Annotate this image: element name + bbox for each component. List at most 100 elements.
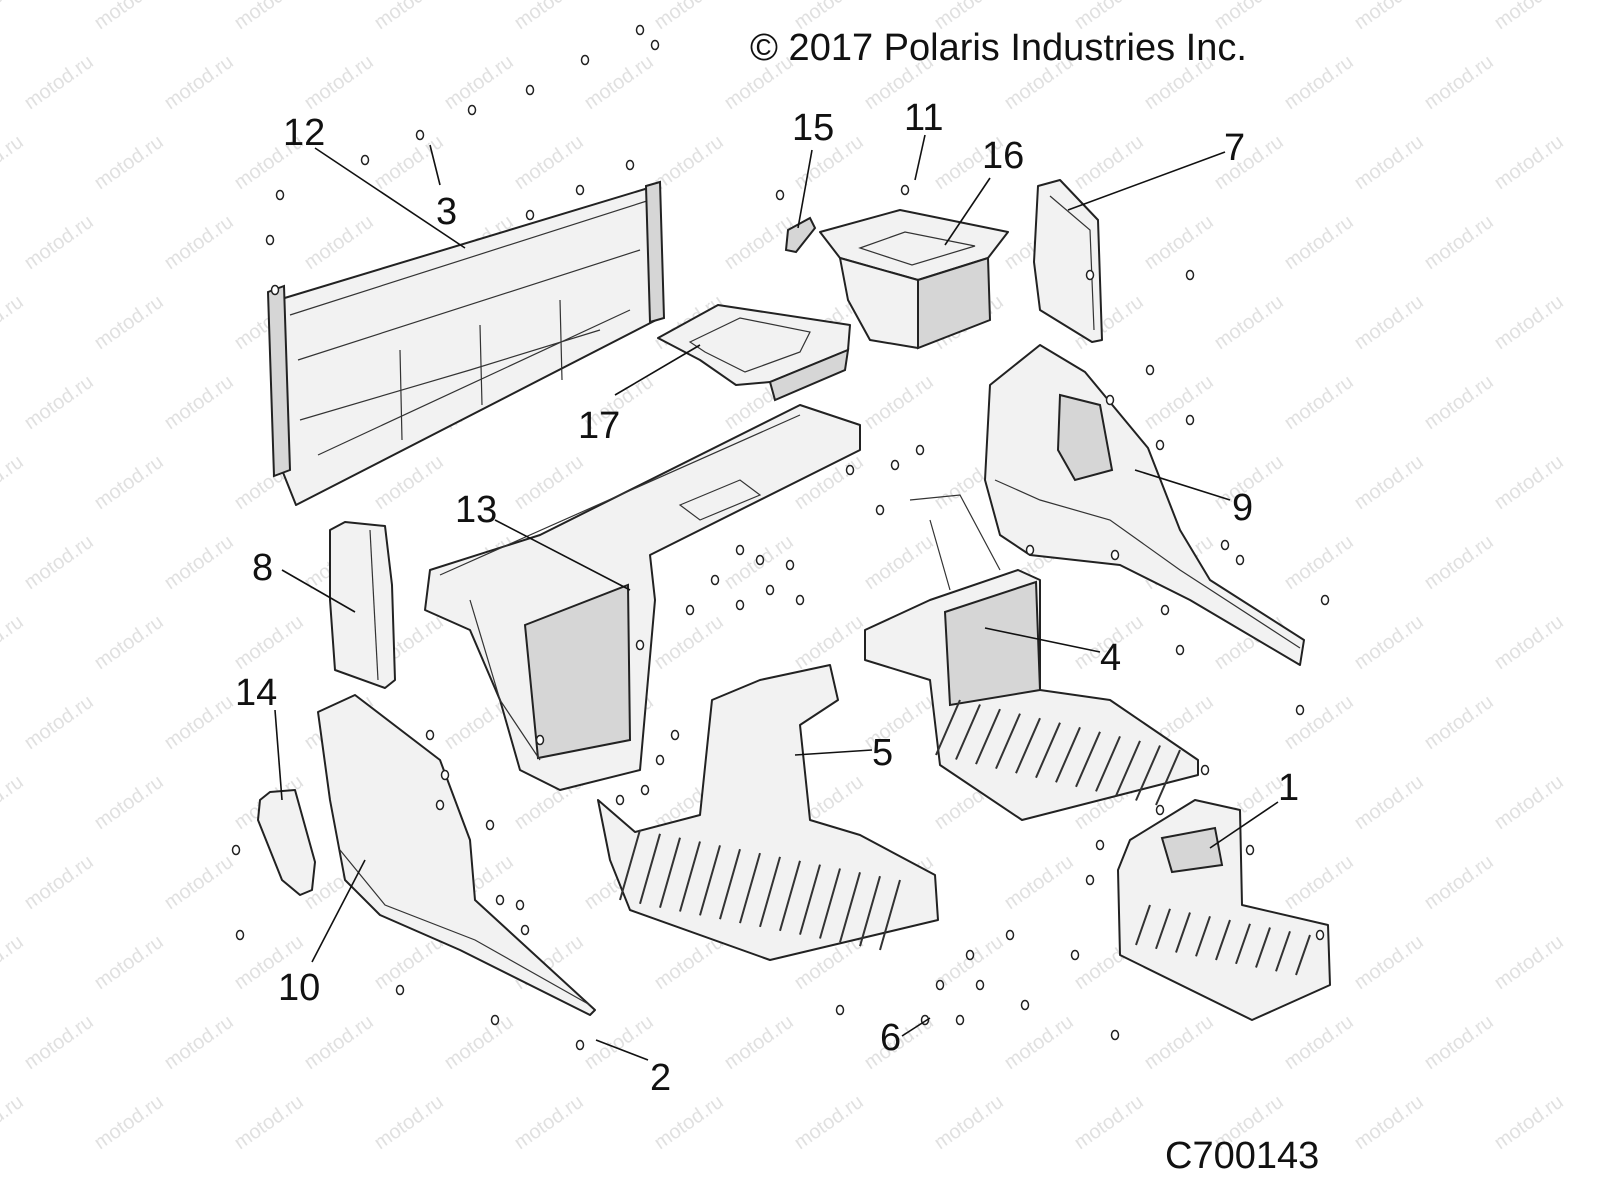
callout-5: 5 [872,732,893,774]
watermark-text: motod.ru [1000,851,1077,914]
fastener [1185,414,1195,426]
fastener [875,504,885,516]
fastener [360,154,370,166]
leader-13 [494,519,631,591]
fastener [835,1004,845,1016]
leader-2 [595,1039,649,1061]
watermark-text: motod.ru [1280,851,1357,914]
watermark-text: motod.ru [1280,371,1357,434]
callout-2: 2 [650,1057,671,1099]
watermark-text: motod.ru [90,291,167,354]
part-5-center-floor [597,664,939,961]
fastener [795,594,805,606]
watermark-text: motod.ru [1350,1091,1427,1154]
watermark-text: motod.ru [1420,211,1497,274]
callout-13: 13 [455,489,497,531]
fastener [635,24,645,36]
watermark-text: motod.ru [0,611,28,674]
fastener [735,544,745,556]
callout-12: 12 [283,112,325,154]
watermark-text: motod.ru [1280,51,1357,114]
fastener [575,184,585,196]
watermark-text: motod.ru [20,531,97,594]
fastener [440,769,450,781]
watermark-text: motod.ru [650,0,727,34]
watermark-text: motod.ru [860,371,937,434]
part-4-right-floor [864,494,1199,821]
watermark-text: motod.ru [0,131,28,194]
watermark-text: motod.ru [510,0,587,34]
callout-9: 9 [1232,487,1253,529]
watermark-text: motod.ru [20,1011,97,1074]
watermark-text: motod.ru [1280,211,1357,274]
fastener [775,189,785,201]
watermark-text: motod.ru [90,131,167,194]
watermark-text: motod.ru [930,1091,1007,1154]
fastener [1085,874,1095,886]
watermark-text: motod.ru [90,611,167,674]
watermark-text: motod.ru [510,451,587,514]
leader-6 [901,1017,931,1037]
watermark-text: motod.ru [1350,451,1427,514]
copyright-text: © 2017 Polaris Industries Inc. [750,27,1247,69]
watermark-text: motod.ru [230,0,307,34]
fastener [525,209,535,221]
watermark-text: motod.ru [20,851,97,914]
fastener [1200,764,1210,776]
fastener [1175,644,1185,656]
fastener [625,159,635,171]
fastener [650,39,660,51]
part-1-rear-step [1117,799,1331,1021]
fastener [425,729,435,741]
part-12-rear-panel [266,180,666,506]
fastener [635,639,645,651]
fastener [1095,839,1105,851]
watermark-text: motod.ru [1350,131,1427,194]
fastener [275,189,285,201]
watermark-text: motod.ru [1490,931,1567,994]
callout-3: 3 [436,191,457,233]
watermark-text: motod.ru [1350,771,1427,834]
watermark-text: motod.ru [160,691,237,754]
leader-16 [944,177,991,246]
fastener [1185,269,1195,281]
fastener [1110,1029,1120,1041]
watermark-text: motod.ru [160,371,237,434]
watermark-text: motod.ru [1140,371,1217,434]
part-17-tray [657,304,851,402]
part-16-storage-box [819,209,1009,350]
watermark-text: motod.ru [370,1091,447,1154]
fastener [1110,549,1120,561]
watermark-text: motod.ru [510,1091,587,1154]
callout-15: 15 [792,107,834,149]
watermark-text: motod.ru [300,211,377,274]
watermark-text: motod.ru [1280,691,1357,754]
fastener [655,754,665,766]
leader-17 [614,344,701,396]
watermark-text: motod.ru [650,611,727,674]
part-4-grate [935,699,1181,806]
fastener [1145,364,1155,376]
fastener [435,799,445,811]
watermark-text: motod.ru [160,1011,237,1074]
watermark-text: motod.ru [1490,611,1567,674]
fastener [1155,439,1165,451]
watermark-text: motod.ru [230,611,307,674]
watermark-text: motod.ru [230,1091,307,1154]
fastener [580,54,590,66]
watermark-text: motod.ru [1210,291,1287,354]
watermark-text: motod.ru [1280,531,1357,594]
watermark-layer: motod.ru motod.ru motod.ru motod.ru motod.ru… [0,0,1568,1154]
fastener [1160,604,1170,616]
fastener [515,899,525,911]
fastener [915,444,925,456]
fastener [535,734,545,746]
fastener [765,584,775,596]
leader-10 [311,859,366,963]
leader-3 [429,144,441,186]
watermark-text: motod.ru [1490,0,1567,34]
fastener [975,979,985,991]
watermark-text: motod.ru [160,51,237,114]
fastener [845,464,855,476]
